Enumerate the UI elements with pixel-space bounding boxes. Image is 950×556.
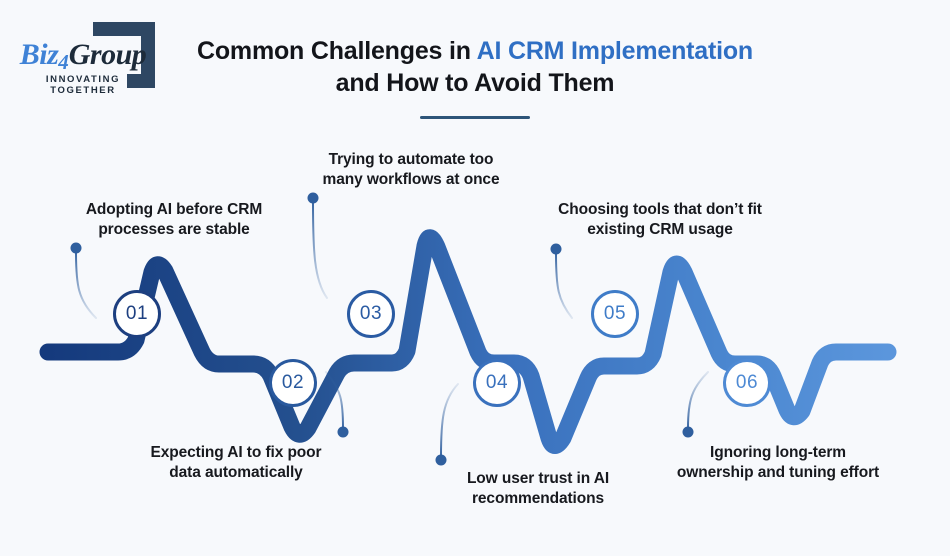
node-number-2: 02 [281,372,305,393]
node-label-3: Trying to automate too many workflows at… [322,151,500,188]
connector-line-6 [687,371,709,429]
node-circle-5[interactable]: 05 [591,290,639,338]
logo-wordmark: Biz4Group [18,40,148,73]
node-circle-3[interactable]: 03 [347,290,395,338]
connector-dot-6 [682,426,694,438]
connector-line-4 [440,383,459,457]
node-number-3: 03 [359,303,383,324]
node-number-5: 05 [603,303,627,324]
node-circle-4[interactable]: 04 [473,359,521,407]
wave-path [39,229,897,454]
logo-text-four: 4 [58,50,69,74]
node-number-1: 01 [125,303,149,324]
node-label-5: Choosing tools that don’t fit existing C… [558,201,762,238]
logo-text-biz: Biz [19,38,59,71]
logo-mark-icon [93,22,155,88]
connector-line-1 [75,251,97,319]
node-circle-1[interactable]: 01 [113,290,161,338]
connector-dot-2 [337,426,349,438]
page-title-line-2: and How to Avoid Them [335,68,615,97]
page-title: Common Challenges in AI CRM Implementati… [175,36,775,99]
node-label-1: Adopting AI before CRM processes are sta… [85,201,263,238]
node-label-6: Ignoring long-term ownership and tuning … [676,444,880,481]
connector-dot-3 [307,192,319,204]
node-circle-6[interactable]: 06 [723,359,771,407]
page-title-line-1: Common Challenges in AI CRM Implementati… [175,36,775,68]
node-number-4: 04 [485,372,509,393]
connector-line-3 [312,201,328,299]
connector-dot-5 [550,243,562,255]
logo-text-group: Group [68,38,147,71]
connector-line-5 [555,252,573,319]
page-title-plain: Common Challenges in [196,37,477,65]
logo-tagline: INNOVATING TOGETHER [45,74,121,96]
node-number-6: 06 [735,372,759,393]
node-label-2: Expecting AI to fix poor data automatica… [150,444,322,481]
connector-line-2 [325,371,344,429]
page-title-accent: AI CRM Implementation [476,37,754,65]
node-label-4: Low user trust in AI recommendations [466,470,610,507]
brand-logo: Biz4Group INNOVATING TOGETHER [18,22,173,96]
node-circle-2[interactable]: 02 [269,359,317,407]
connector-dot-1 [70,242,82,254]
title-divider [420,116,530,119]
connector-dot-4 [435,454,447,466]
